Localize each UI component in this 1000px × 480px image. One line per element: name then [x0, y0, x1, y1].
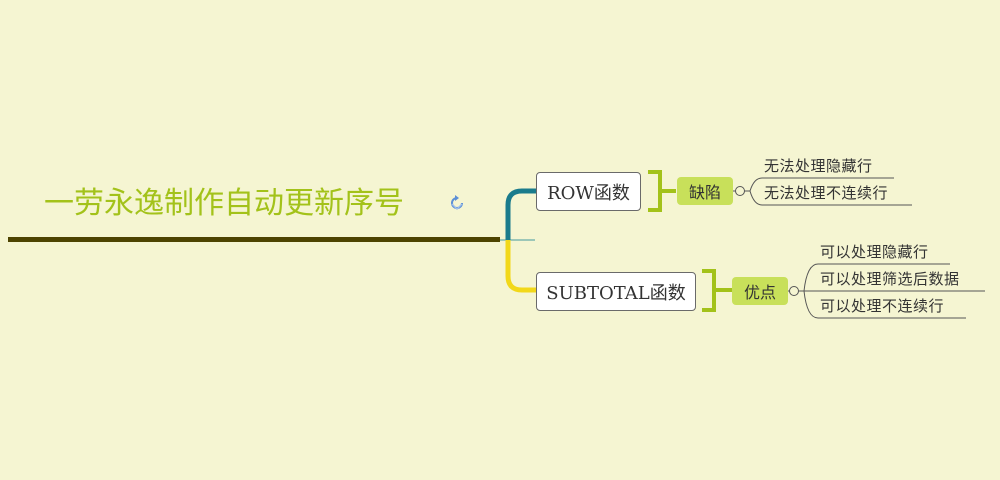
- bracket-row: [648, 170, 676, 212]
- branch-connector-subtotal: [505, 240, 537, 293]
- leaf-connector-subtotal-3: [803, 290, 966, 319]
- leaf-subtotal-item-2[interactable]: 可以处理筛选后数据: [820, 270, 960, 288]
- collapse-toggle-row[interactable]: [735, 186, 745, 196]
- label-advantage[interactable]: 优点: [732, 277, 788, 305]
- leaf-connector-subtotal-1: [803, 263, 950, 292]
- root-underline: [8, 237, 500, 242]
- collapse-toggle-subtotal[interactable]: [789, 286, 799, 296]
- refresh-icon[interactable]: [448, 194, 466, 212]
- topic-row-function[interactable]: ROW函数: [536, 172, 641, 211]
- leaf-subtotal-item-1[interactable]: 可以处理隐藏行: [820, 243, 929, 261]
- leaf-connector-row-1: [749, 177, 894, 192]
- leaf-row-item-1[interactable]: 无法处理隐藏行: [764, 157, 873, 175]
- topic-subtotal-function[interactable]: SUBTOTAL函数: [536, 272, 696, 311]
- leaf-row-item-2[interactable]: 无法处理不连续行: [764, 184, 889, 202]
- root-topic-title[interactable]: 一劳永逸制作自动更新序号: [44, 186, 404, 221]
- leaf-connector-row-2: [749, 190, 912, 206]
- leaf-subtotal-item-3[interactable]: 可以处理不连续行: [820, 297, 945, 315]
- branch-connector-row: [505, 188, 537, 240]
- bracket-subtotal: [702, 269, 732, 312]
- label-defect[interactable]: 缺陷: [677, 177, 733, 205]
